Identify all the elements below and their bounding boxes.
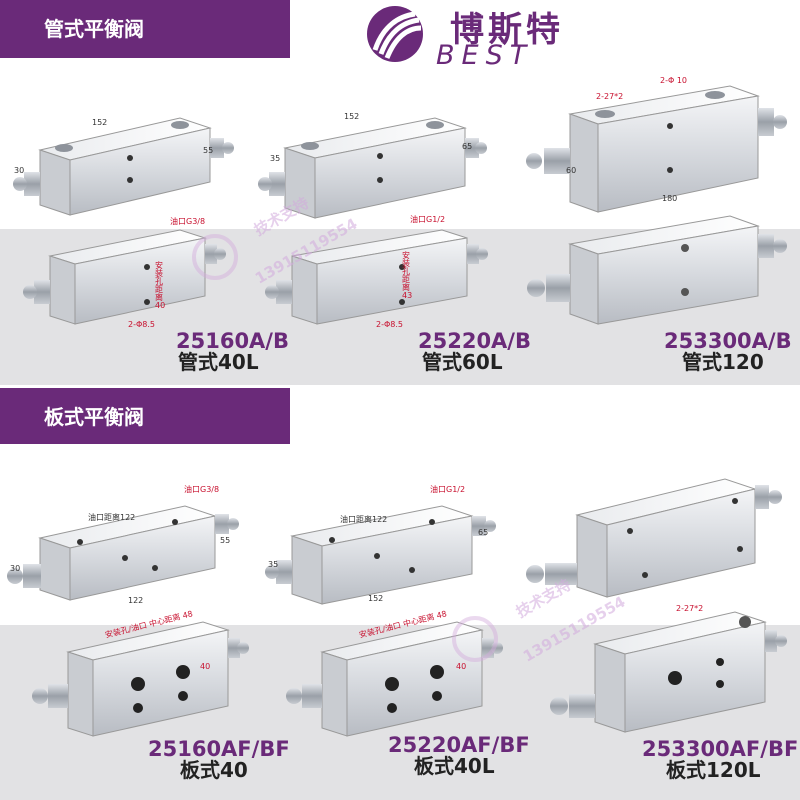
valve-image-6: [527, 215, 787, 325]
product-label-4: 25160AF/BF 板式40: [148, 738, 290, 781]
dim-v7-height: 55: [220, 536, 231, 545]
watermark-circle-icon: [192, 234, 238, 280]
ann-v4-mount: 安装孔距离 40: [155, 261, 166, 310]
valve-image-3: [526, 85, 787, 213]
valve-image-10: [32, 621, 249, 737]
valve-image-1: [13, 117, 234, 216]
dim-v2-width: 35: [270, 154, 281, 163]
product-label-1: 25160A/B 管式40L: [176, 330, 289, 373]
valve-image-11: [286, 621, 503, 737]
product-code-6: 253300AF/BF: [642, 737, 799, 761]
product-label-5: 25220AF/BF 板式40L: [388, 734, 530, 777]
valve-image-9: [526, 478, 782, 598]
product-desc-1: 管式40L: [178, 350, 259, 375]
product-desc-4: 板式40: [180, 758, 248, 783]
section-tab-plate: 板式平衡阀: [0, 388, 290, 444]
brand-logo-icon: [367, 6, 423, 62]
ann-v11-height: 40: [456, 662, 467, 671]
brand-name-en: BEST: [436, 40, 534, 71]
product-desc-6: 板式120L: [666, 758, 761, 783]
product-label-3: 253300A/B 管式120: [664, 330, 792, 373]
valve-image-2: [258, 117, 487, 219]
valve-image-12: [550, 611, 787, 733]
ann-v7-port: 油口G3/8: [184, 485, 220, 494]
ann-v4-port: 油口G3/8: [170, 217, 206, 226]
ann-v5-holes: 2-Φ8.5: [376, 320, 403, 329]
valve-image-5: [265, 229, 488, 325]
dim-v1-length: 152: [92, 118, 108, 127]
product-code-5: 25220AF/BF: [388, 733, 530, 757]
product-desc-2: 管式60L: [422, 350, 503, 375]
product-code-1: 25160A/B: [176, 329, 289, 353]
valve-image-4: [23, 229, 226, 325]
ann-v3-holes: 2-Φ 10: [660, 76, 687, 85]
dim-v1-height: 55: [203, 146, 214, 155]
dim-v7-port-dist: 油口距离122: [88, 513, 136, 522]
watermark-circle-icon-2: [452, 616, 498, 662]
dim-v3-height: 60: [566, 166, 577, 175]
valve-image-8: [265, 505, 496, 605]
dim-v8-port-dist: 油口距离122: [340, 515, 388, 524]
dim-v8-length: 152: [368, 594, 384, 603]
ann-v4-holes: 2-Φ8.5: [128, 320, 155, 329]
dim-v1-width: 30: [14, 166, 25, 175]
product-code-2: 25220A/B: [418, 329, 531, 353]
product-desc-3: 管式120: [682, 350, 764, 375]
dim-v8-height: 65: [478, 528, 489, 537]
dim-v8-width: 35: [268, 560, 279, 569]
dim-v2-height: 65: [462, 142, 473, 151]
brand-name-cn: 博斯特: [450, 10, 564, 50]
valve-image-7: [7, 505, 239, 601]
ann-v12-ports: 2-27*2: [676, 604, 704, 613]
ann-v3-ports: 2-27*2: [596, 92, 624, 101]
ann-v10-height: 40: [200, 662, 211, 671]
dim-v7-width: 30: [10, 564, 21, 573]
product-label-6: 253300AF/BF 板式120L: [642, 738, 798, 781]
product-label-2: 25220A/B 管式60L: [418, 330, 531, 373]
ann-v5-port: 油口G1/2: [410, 215, 446, 224]
product-desc-5: 板式40L: [414, 754, 495, 779]
dim-v3-length: 180: [662, 194, 678, 203]
ann-v8-port: 油口G1/2: [430, 485, 466, 494]
dim-v7-length: 122: [128, 596, 144, 605]
ann-v5-mount: 安装孔距离 43: [402, 251, 413, 300]
section-tab-tube: 管式平衡阀: [0, 0, 290, 58]
product-code-4: 25160AF/BF: [148, 737, 290, 761]
dim-v2-length: 152: [344, 112, 360, 121]
product-code-3: 253300A/B: [664, 329, 792, 353]
